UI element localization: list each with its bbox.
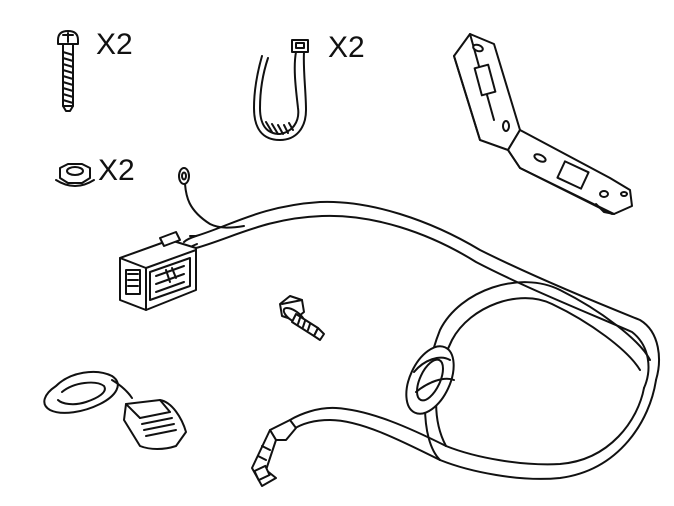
flange-nut xyxy=(55,163,95,187)
nut-quantity-label: X2 xyxy=(98,154,135,187)
mounting-bracket xyxy=(453,33,633,215)
harness-end-connector xyxy=(251,419,297,487)
ground-wire xyxy=(178,167,245,229)
harness-main-connector xyxy=(119,231,197,311)
cable-tie-quantity-label: X2 xyxy=(328,31,365,64)
flange-bolt xyxy=(279,295,325,341)
long-screw xyxy=(57,30,79,112)
dust-cap xyxy=(43,370,187,450)
wire-harness xyxy=(183,200,660,480)
bolt-quantity-label: X2 xyxy=(96,28,133,61)
cable-tie xyxy=(253,39,309,141)
